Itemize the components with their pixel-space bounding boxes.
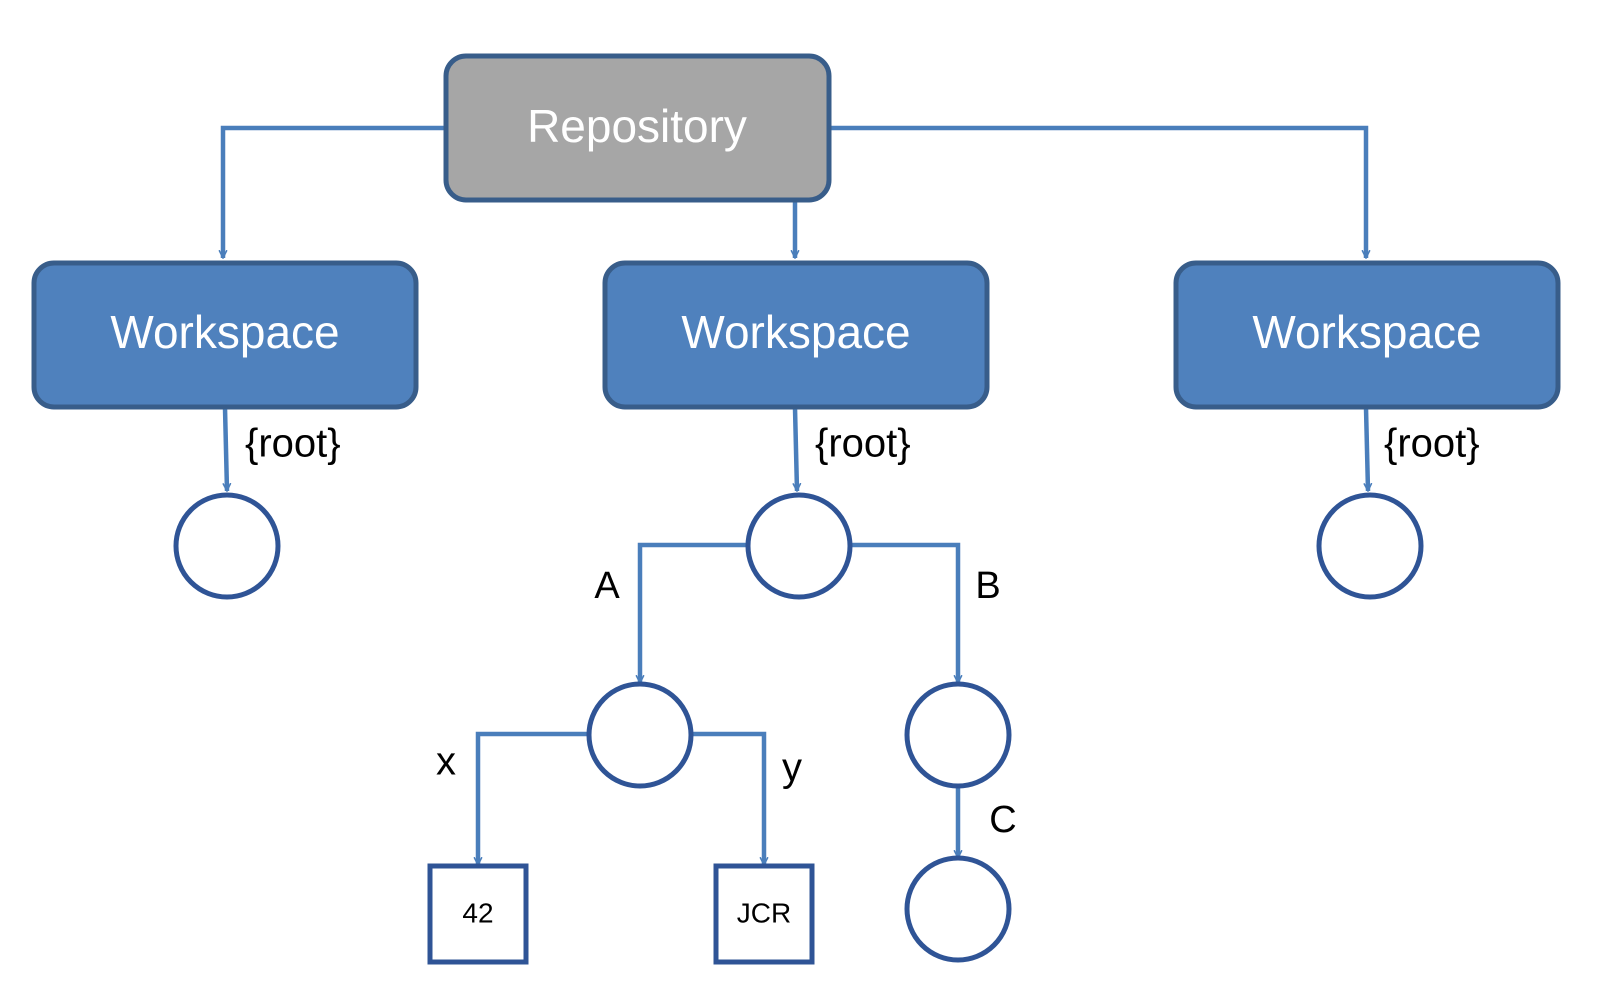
edge-root-middle — [795, 407, 797, 491]
node-c — [904, 855, 1012, 963]
repository-node: Repository — [443, 53, 832, 203]
edge-label-c: C — [989, 799, 1016, 841]
edge-label-x: x — [436, 740, 456, 784]
node-b — [904, 681, 1012, 789]
workspace-label: Workspace — [110, 306, 339, 358]
edge-repo-workspace-left — [223, 125, 446, 258]
root-label-left: {root} — [245, 422, 341, 466]
workspace-node-right: Workspace — [1173, 260, 1561, 410]
node-a — [586, 681, 694, 789]
workspace-label: Workspace — [1252, 306, 1481, 358]
root-node-right — [1316, 492, 1424, 600]
connectors — [223, 125, 1368, 865]
repository-label: Repository — [527, 100, 747, 152]
edge-root-left — [225, 407, 227, 491]
edge-repo-workspace-right — [830, 125, 1366, 258]
value-box-x: 42 — [427, 863, 529, 965]
value-box-y: JCR — [713, 863, 815, 965]
workspace-label: Workspace — [681, 306, 910, 358]
root-label-right: {root} — [1384, 422, 1480, 466]
workspace-node-middle: Workspace — [602, 260, 990, 410]
edge-y — [693, 731, 764, 865]
edge-label-a: A — [594, 565, 620, 607]
root-node-left — [173, 492, 281, 600]
edge-x — [478, 731, 588, 865]
edge-a — [640, 542, 748, 683]
edge-root-right — [1366, 407, 1368, 491]
edge-label-b: B — [975, 565, 1000, 607]
root-node-middle — [745, 492, 853, 600]
workspace-node-left: Workspace — [31, 260, 419, 410]
root-label-middle: {root} — [815, 422, 911, 466]
edge-label-y: y — [782, 746, 802, 790]
value-y-label: JCR — [737, 897, 791, 928]
edge-b — [851, 542, 958, 683]
value-x-label: 42 — [462, 897, 493, 928]
